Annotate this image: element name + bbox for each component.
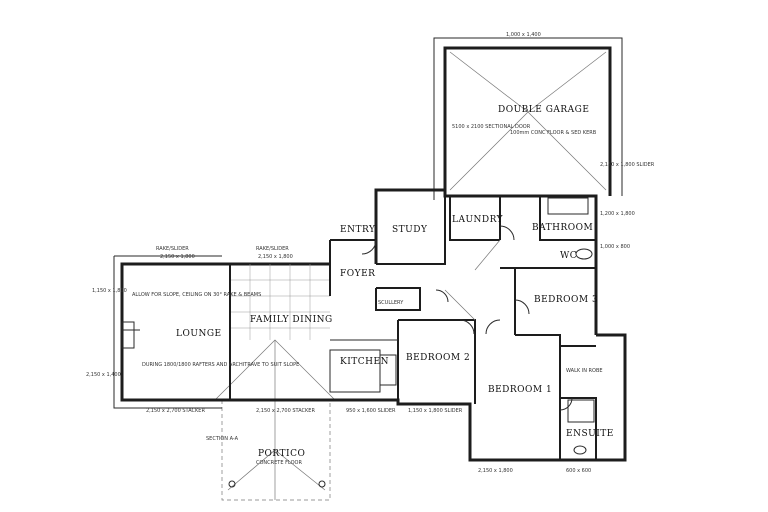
- lounge-note-2: DURING 1800/1800 RAFTERS AND ARCHITRAVE …: [142, 362, 299, 368]
- section-label: SECTION A-A: [206, 436, 239, 442]
- garage: DOUBLE GARAGE 100mm CONC FLOOR & SED KER…: [433, 32, 623, 200]
- family-dining-label: FAMILY DINING: [250, 315, 333, 325]
- dim-right-1: 2,150 x 1,800 SLIDER: [600, 162, 655, 168]
- ensuite-label: ENSUITE: [566, 429, 614, 439]
- dim-ensuite-bottom: 600 x 600: [566, 468, 591, 474]
- rakeslider-1: RAKE/SLIDER: [156, 246, 189, 252]
- bedroom3-label: BEDROOM 3: [534, 295, 598, 305]
- dim-family-top: 2,150 x 1,800: [258, 254, 293, 260]
- portico-sub-label: CONCRETE FLOOR: [256, 460, 302, 466]
- dim-right-3: 1,000 x 800: [600, 244, 630, 250]
- entry-label: ENTRY: [340, 225, 376, 235]
- garage-floor-note: 100mm CONC FLOOR & SED KERB: [510, 130, 597, 136]
- dim-lounge-top: 2,150 x 1,800: [160, 254, 195, 260]
- portico-label: PORTICO: [258, 449, 305, 459]
- room-labels: STUDY ENTRY LAUNDRY BATHROOM FOYER LOUNG…: [176, 215, 614, 439]
- garage-top-dim: 1,000 x 1,400: [506, 32, 541, 38]
- wc-label: WC: [560, 251, 577, 261]
- foyer-label: FOYER: [340, 269, 375, 279]
- external-walls: [113, 188, 627, 462]
- dimensions: 2,150 x 1,800 2,150 x 1,800 1,150 x 1,80…: [86, 162, 655, 474]
- dim-bed2-bottom: 1,150 x 1,800 SLIDER: [408, 408, 463, 414]
- dim-lounge-bottom: 2,150 x 2,700 STACKER: [146, 408, 205, 414]
- garage-label: DOUBLE GARAGE: [498, 105, 589, 115]
- portico-area: PORTICO CONCRETE FLOOR SECTION A-A: [206, 339, 336, 501]
- wir-label: WALK IN ROBE: [566, 368, 603, 374]
- bedroom1-label: BEDROOM 1: [488, 385, 552, 395]
- rakeslider-2: RAKE/SLIDER: [256, 246, 289, 252]
- dim-lounge-left-2: 2,150 x 1,400: [86, 372, 121, 378]
- dim-bed1-bottom: 2,150 x 1,800: [478, 468, 513, 474]
- plan-notes: ALLOW FOR SLOPE, CEILING ON 30° RAKE & B…: [132, 246, 299, 368]
- internal-walls: [121, 196, 597, 460]
- bedroom2-label: BEDROOM 2: [406, 353, 470, 363]
- dim-lounge-left: 1,150 x 1,800: [92, 288, 127, 294]
- lounge-note: ALLOW FOR SLOPE, CEILING ON 30° RAKE & B…: [132, 292, 261, 298]
- door-swings: [361, 225, 573, 411]
- laundry-label: LAUNDRY: [452, 215, 504, 225]
- dim-right-2: 1,200 x 1,800: [600, 211, 635, 217]
- dim-kitchen-bottom: 950 x 1,600 SLIDER: [346, 408, 396, 414]
- study-label: STUDY: [392, 225, 428, 235]
- bathroom-label: BATHROOM: [532, 223, 593, 233]
- garage-door-note: 5100 x 2100 SECTIONAL DOOR: [452, 124, 531, 130]
- lounge-label: LOUNGE: [176, 329, 222, 339]
- dim-family-bottom: 2,150 x 2,700 STACKER: [256, 408, 315, 414]
- tiled-floor: [230, 264, 330, 340]
- scullery-label: SCULLERY: [378, 300, 404, 306]
- kitchen-label: KITCHEN: [340, 357, 389, 367]
